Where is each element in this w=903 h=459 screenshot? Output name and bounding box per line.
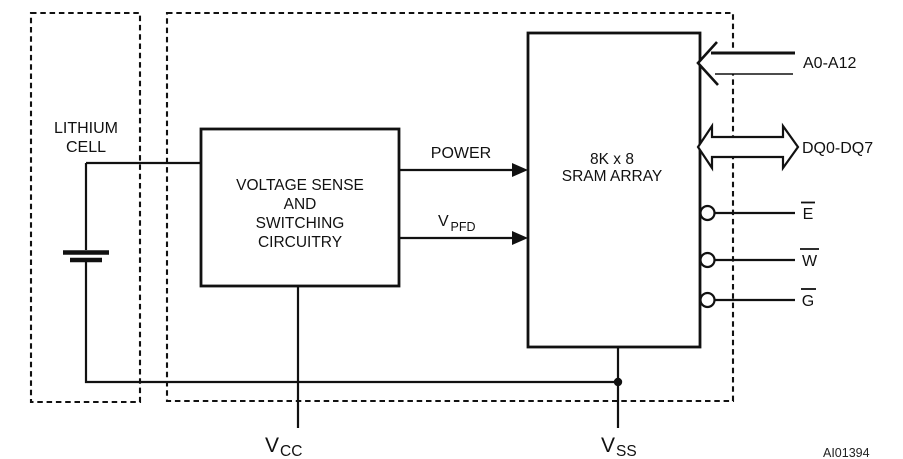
vpfd-label-base: V [438,213,449,230]
voltage-block-label-line1: VOLTAGE SENSE [236,177,364,194]
figure-code-label: AI01394 [823,446,870,459]
vcc-label-base: V [265,434,279,457]
power-label: POWER [431,145,491,162]
lithium-cell-dashed-boundary [29,11,142,404]
voltage-block-label-line4: CIRCUITRY [258,234,342,251]
data-bus-arrow-icon [696,122,800,172]
address-bus-arrow-fill [698,42,795,85]
ground-junction-dot [613,377,623,387]
vpfd-arrowhead [512,231,528,245]
write-enable-label: W [802,253,818,270]
output-enable-bubble-icon [699,291,716,309]
vcc-label-sub: CC [280,443,302,459]
vss-label-sub: SS [616,443,637,459]
chip-enable-label: E [803,206,814,223]
battery-ground-wire [84,262,618,384]
chip-enable-bubble-icon [699,204,716,222]
write-enable-bubble-icon [699,251,716,269]
lithium-cell-label-line1: LITHIUM [54,120,118,137]
address-bus-label: A0-A12 [803,55,856,72]
vpfd-label-sub: PFD [451,220,476,234]
sram-array-block [526,31,702,349]
voltage-sense-block [199,127,401,288]
lithium-cell-label-line2: CELL [66,139,106,156]
address-bus-arrowhead-icon [696,41,719,86]
device-dashed-boundary [165,11,735,403]
voltage-block-label-line2: AND [284,196,317,213]
vss-label-base: V [601,434,615,457]
sram-block-label-line2: SRAM ARRAY [562,168,663,185]
output-enable-label: G [802,293,814,310]
voltage-block-label-line3: SWITCHING [256,215,345,232]
sram-block-label-line1: 8K x 8 [590,151,634,168]
data-bus-label: DQ0-DQ7 [802,140,873,157]
power-arrowhead [512,163,528,177]
